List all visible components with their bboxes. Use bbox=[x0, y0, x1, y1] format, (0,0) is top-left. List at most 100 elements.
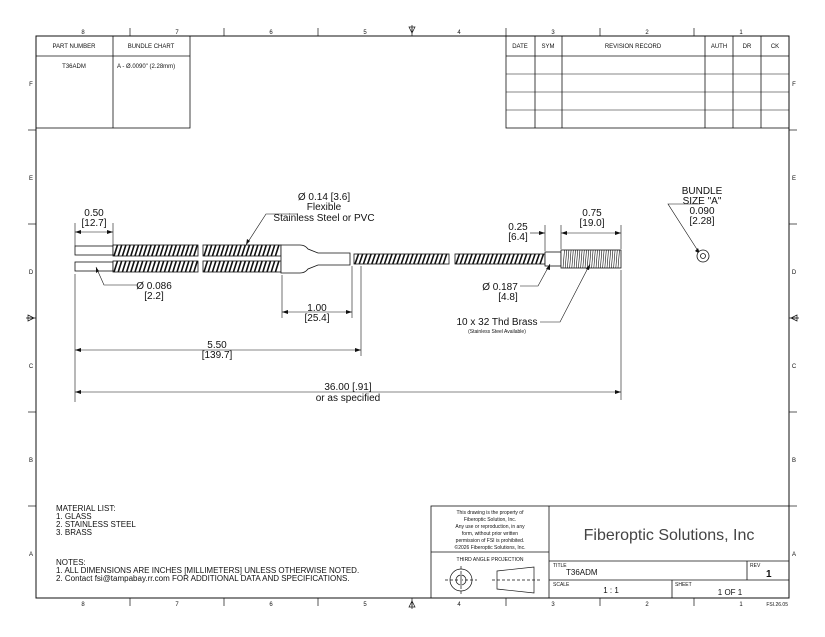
material-item-1: 1. GLASS bbox=[56, 512, 92, 521]
armor-coil-stroke bbox=[270, 244, 276, 257]
zone-col-4-bottom: 4 bbox=[457, 602, 461, 608]
armor-coil-stroke bbox=[274, 244, 280, 257]
armor-coil-stroke bbox=[505, 253, 511, 265]
parts-header-bundle-chart: BUNDLE CHART bbox=[128, 44, 175, 50]
bundle-end-view bbox=[696, 249, 710, 263]
projection-label: THIRD ANGLE PROJECTION bbox=[457, 557, 524, 563]
armor-coil-stroke bbox=[188, 244, 194, 257]
zone-row-a-left: A bbox=[29, 552, 33, 558]
material-item-3: 3. BRASS bbox=[56, 528, 92, 537]
bundle-core bbox=[700, 253, 706, 259]
dim-075-mm: [19.0] bbox=[579, 218, 604, 229]
armor-coil-stroke bbox=[121, 260, 127, 273]
dim-100: 1.00 bbox=[307, 303, 327, 314]
dim-086-mm: [2.2] bbox=[144, 291, 164, 302]
zone-col-8-bottom: 8 bbox=[81, 602, 85, 608]
property-line-1: This drawing is the property of bbox=[457, 510, 525, 516]
zone-row-b-right: B bbox=[792, 458, 796, 464]
armor-coil-stroke bbox=[467, 253, 473, 265]
part-number-value: T36ADM bbox=[62, 64, 86, 70]
zone-row-c-left: C bbox=[29, 364, 34, 370]
armor-coil-stroke bbox=[172, 244, 178, 257]
armor-coil-stroke bbox=[236, 260, 242, 273]
zone-row-d-right: D bbox=[792, 270, 797, 276]
armor-coil-stroke bbox=[257, 260, 263, 273]
armor-coil-stroke bbox=[262, 260, 268, 273]
armor-coil-stroke bbox=[526, 253, 532, 265]
center-mark-left bbox=[26, 314, 35, 322]
armor-coil-stroke bbox=[180, 260, 186, 273]
armor-coil-stroke bbox=[387, 253, 393, 265]
armor-coil-stroke bbox=[207, 244, 213, 257]
thread-stroke bbox=[602, 249, 605, 269]
dim-075: 0.75 bbox=[582, 208, 602, 219]
armor-coil-stroke bbox=[228, 260, 234, 273]
zone-row-f-right: F bbox=[792, 82, 796, 88]
drawing-title: T36ADM bbox=[566, 568, 598, 577]
armor-coil-stroke bbox=[455, 253, 461, 265]
zone-labels: 8 7 6 5 4 3 2 1 8 7 6 5 4 3 2 1 F E D C … bbox=[29, 30, 797, 608]
armor-coil-stroke bbox=[113, 260, 119, 273]
armor-coil-stroke bbox=[203, 244, 209, 257]
armor-coil-stroke bbox=[396, 253, 402, 265]
armor-coil-stroke bbox=[522, 253, 528, 265]
armor-coil-stroke bbox=[142, 260, 148, 273]
property-line-3: Any use or reproduction, in any bbox=[455, 524, 525, 530]
armor-coil-stroke bbox=[224, 244, 230, 257]
dim-014-material: Stainless Steel or PVC bbox=[273, 213, 374, 224]
armor-coil-stroke bbox=[138, 244, 144, 257]
armor-coil-stroke bbox=[404, 253, 410, 265]
zone-col-5-bottom: 5 bbox=[363, 602, 367, 608]
armor-coil-stroke bbox=[220, 244, 226, 257]
thread-stroke bbox=[575, 249, 578, 269]
thread-stroke bbox=[597, 249, 600, 269]
armor-coil-stroke bbox=[130, 244, 136, 257]
armor-coil-stroke bbox=[146, 244, 152, 257]
dimension-arrows bbox=[75, 230, 700, 394]
rev-header-sym: SYM bbox=[541, 44, 554, 50]
zone-col-3-bottom: 3 bbox=[551, 602, 555, 608]
notes-item-1: 1. ALL DIMENSIONS ARE INCHES [MILLIMETER… bbox=[56, 566, 359, 575]
armor-coil-stroke bbox=[476, 253, 482, 265]
notes-item-2: 2. Contact fsi@tampabay.rr.com FOR ADDIT… bbox=[56, 574, 350, 583]
dim-550-mm: [139.7] bbox=[202, 350, 233, 361]
armor-coil-stroke bbox=[509, 253, 515, 265]
armor-coil-stroke bbox=[400, 253, 406, 265]
zone-row-e-right: E bbox=[792, 176, 796, 182]
thread-stroke bbox=[604, 249, 607, 269]
armor-coil-stroke bbox=[134, 260, 140, 273]
armor-coil-stroke bbox=[151, 260, 157, 273]
armor-coil-stroke bbox=[163, 260, 169, 273]
armor-coil-stroke bbox=[442, 253, 448, 265]
dim-3600: 36.00 [.91] bbox=[324, 382, 371, 393]
zone-col-7-top: 7 bbox=[175, 30, 179, 36]
armor-coil-stroke bbox=[155, 260, 161, 273]
zone-col-6-bottom: 6 bbox=[269, 602, 273, 608]
armor-coil-stroke bbox=[241, 260, 247, 273]
armor-coil-stroke bbox=[383, 253, 389, 265]
armor-coil-stroke bbox=[257, 244, 263, 257]
thread-stroke bbox=[617, 249, 620, 269]
zone-row-f-left: F bbox=[29, 82, 33, 88]
armor-coil-stroke bbox=[142, 244, 148, 257]
rev-header-ck: CK bbox=[771, 44, 779, 50]
armor-coil-stroke bbox=[117, 244, 123, 257]
armor-coil-stroke bbox=[176, 244, 182, 257]
armor-coil-stroke bbox=[232, 260, 238, 273]
title-block: This drawing is the property of Fiberopt… bbox=[430, 505, 790, 599]
armor-coil-stroke bbox=[421, 253, 427, 265]
dim-025: 0.25 bbox=[508, 222, 528, 233]
center-mark-top bbox=[408, 25, 416, 34]
zone-col-8-top: 8 bbox=[81, 30, 85, 36]
armor-coil-stroke bbox=[113, 244, 119, 257]
sheet-label: SHEET bbox=[675, 582, 692, 588]
armor-coil-stroke bbox=[535, 253, 541, 265]
dim-086: Ø 0.086 bbox=[136, 281, 172, 292]
armor-coil-stroke bbox=[408, 253, 414, 265]
armor-coil-stroke bbox=[215, 244, 221, 257]
thread-stroke bbox=[573, 249, 576, 269]
armor-coil-stroke bbox=[236, 244, 242, 257]
armor-coil-stroke bbox=[434, 253, 440, 265]
armor-coil-stroke bbox=[362, 253, 368, 265]
